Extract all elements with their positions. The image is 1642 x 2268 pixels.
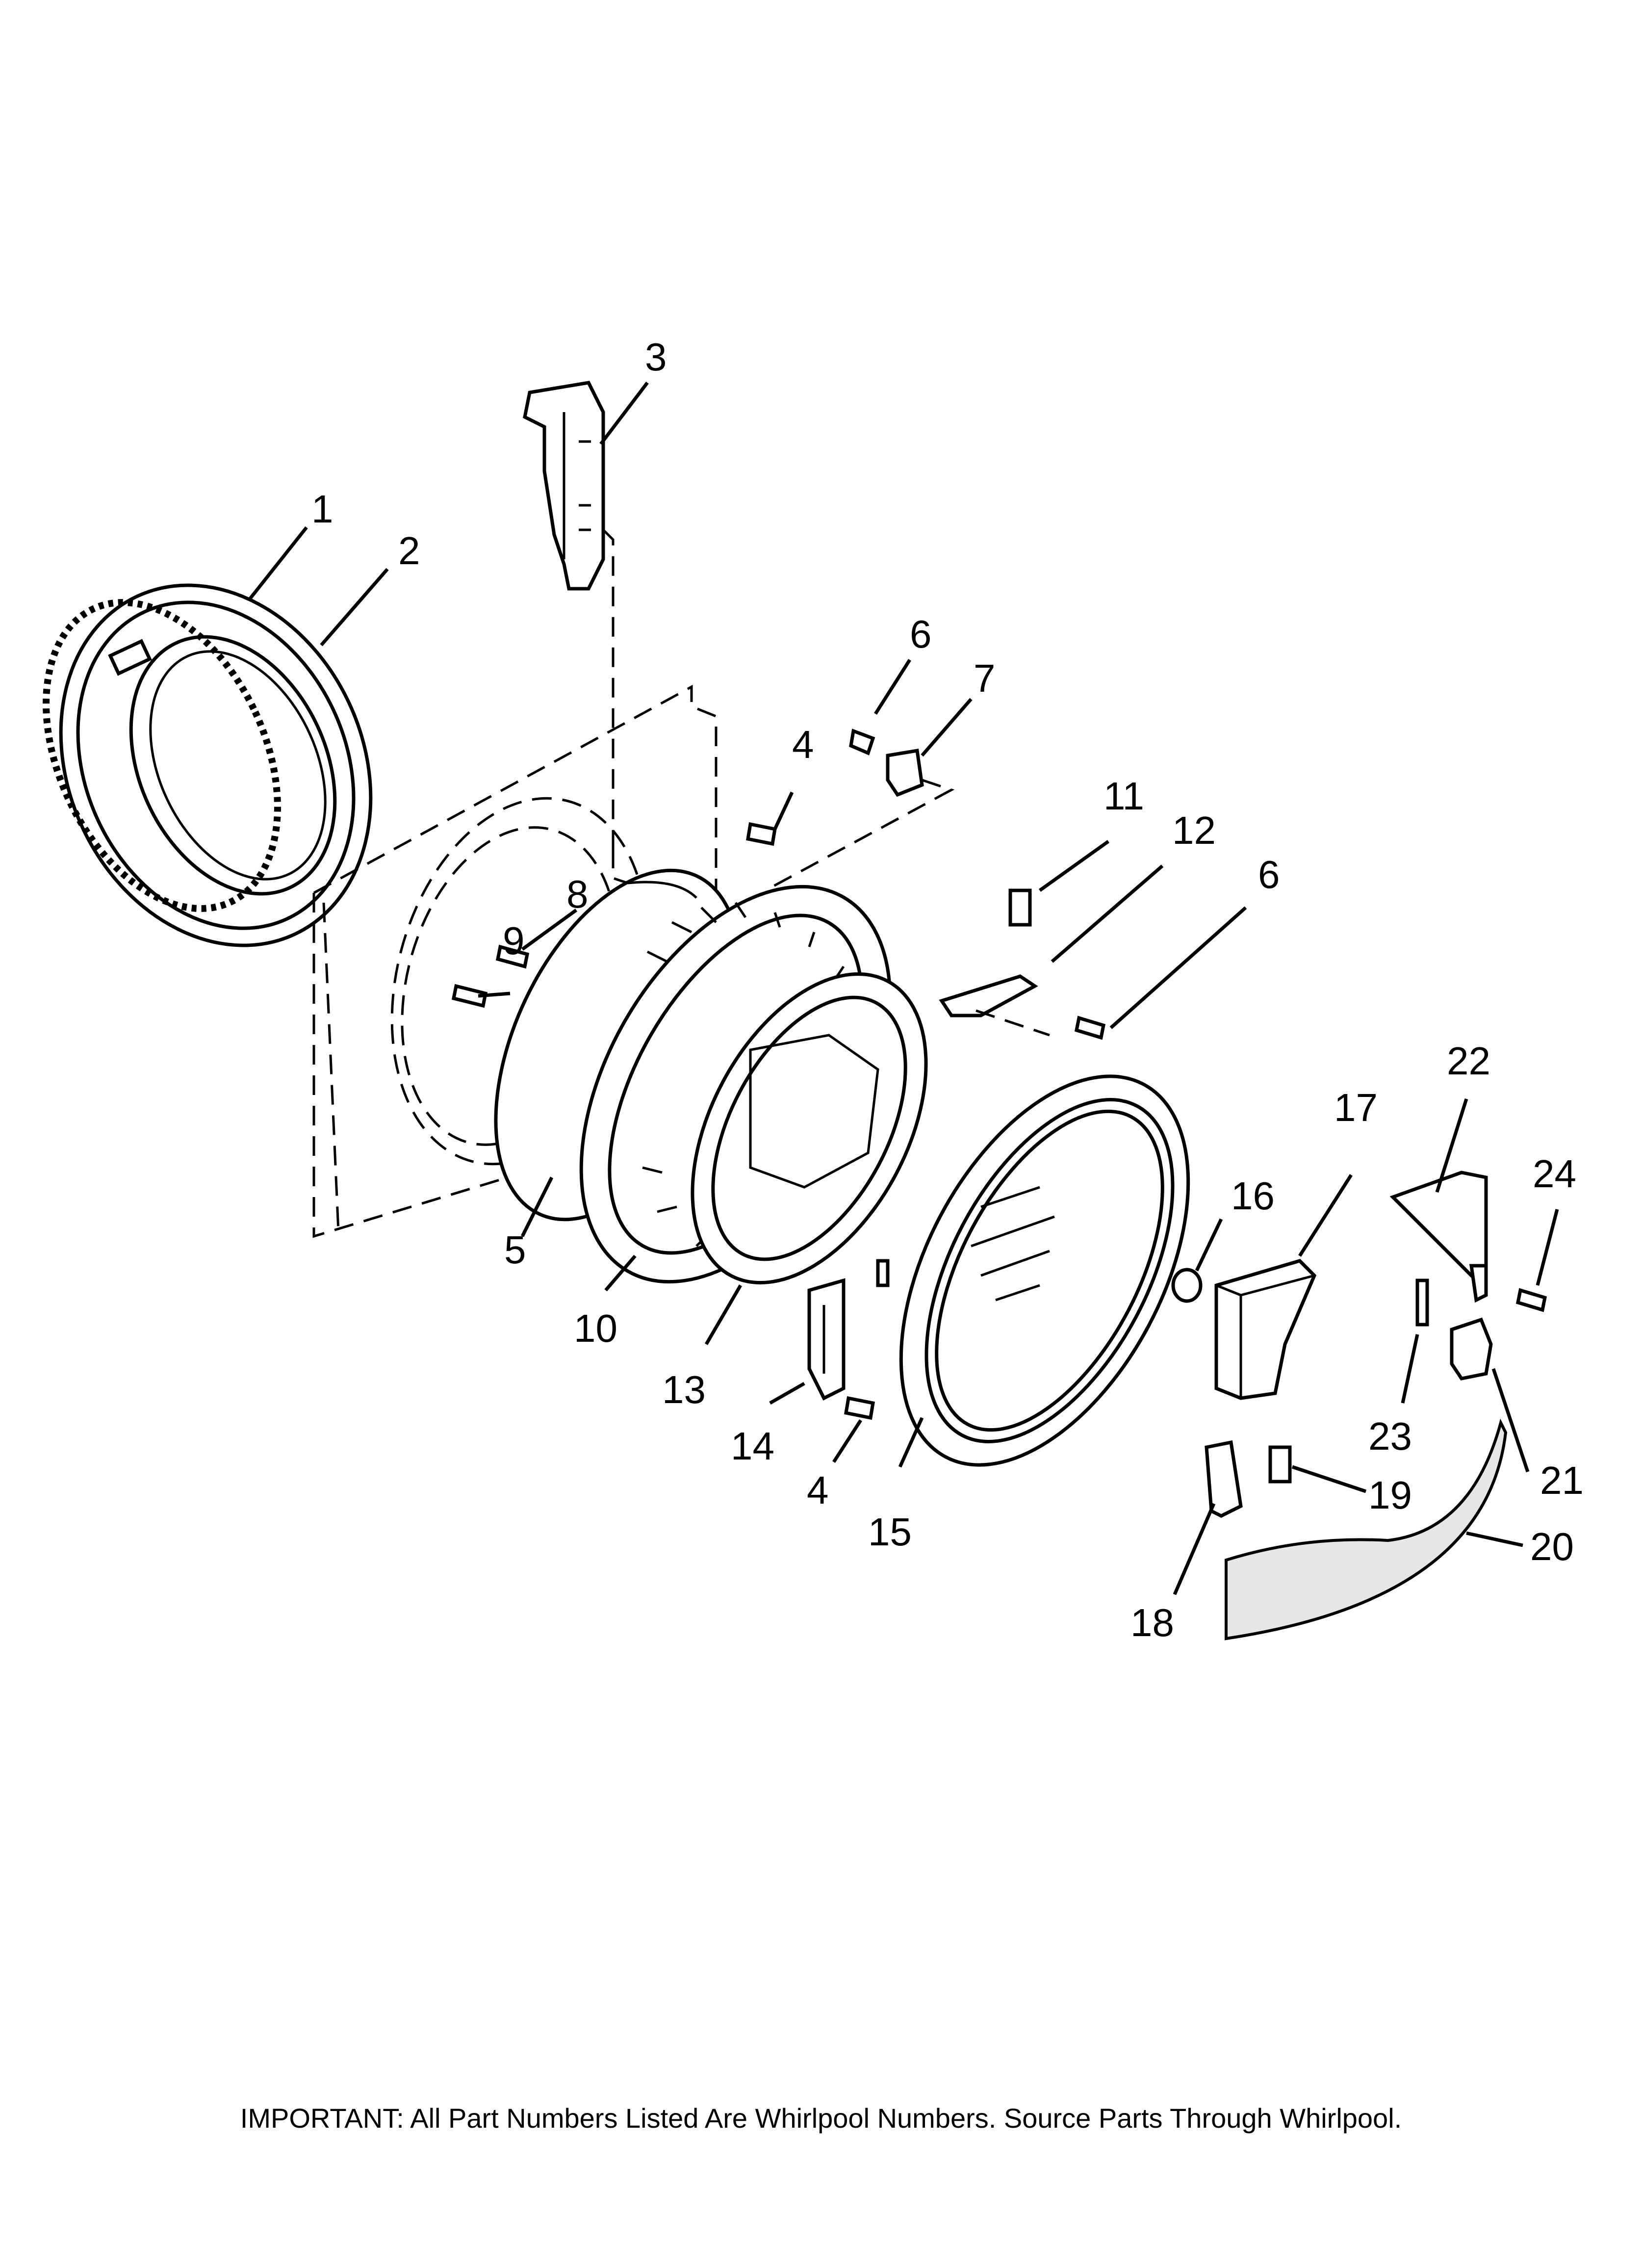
- part-22-cover: [1389, 1171, 1488, 1303]
- callout-22: 22: [1447, 1039, 1490, 1083]
- part-18-19-20-console: [1205, 1418, 1508, 1641]
- callout-2: 2: [398, 529, 420, 573]
- callout-9: 9: [503, 919, 525, 963]
- callout-3: 3: [645, 335, 667, 379]
- callout-18: 18: [1130, 1601, 1174, 1644]
- callout-21: 21: [1540, 1459, 1584, 1502]
- part-14-hinge: [807, 1278, 846, 1401]
- callout-7: 7: [974, 656, 996, 700]
- leader-lines: [249, 381, 1559, 1595]
- callout-24: 24: [1533, 1152, 1576, 1196]
- callout-6-lower: 6: [1258, 853, 1280, 896]
- callout-10: 10: [574, 1306, 617, 1350]
- callout-17: 17: [1334, 1086, 1378, 1129]
- callout-4: 4: [792, 723, 814, 766]
- callout-20: 20: [1530, 1525, 1574, 1568]
- fasteners: [451, 729, 1547, 1420]
- callout-5: 5: [504, 1228, 526, 1272]
- callout-23: 23: [1368, 1414, 1412, 1458]
- part-11-12-strike-plate: [939, 888, 1038, 1017]
- callout-15: 15: [868, 1510, 912, 1554]
- callout-labels: 1 2 3 4 5 6 7 8 9 10 11 12 13 14 15 16 1…: [311, 335, 1584, 1644]
- callout-16: 16: [1231, 1174, 1275, 1218]
- part-3-door-lock: [523, 381, 615, 859]
- callout-11: 11: [1103, 774, 1144, 818]
- part-1-2-bellow: [43, 583, 373, 947]
- callout-1: 1: [311, 487, 334, 531]
- callout-12: 12: [1172, 808, 1216, 852]
- callout-13: 13: [662, 1368, 706, 1411]
- part-16-knob: [1171, 1268, 1203, 1303]
- callout-8: 8: [566, 872, 589, 916]
- callout-19: 19: [1368, 1473, 1412, 1517]
- callout-6: 6: [910, 612, 932, 656]
- part-21-23-switch: [1415, 1278, 1493, 1381]
- part-17-block: [1214, 1259, 1317, 1400]
- part-15-outer-door: [876, 1074, 1190, 1467]
- callout-14: 14: [731, 1424, 774, 1468]
- callout-4-lower: 4: [807, 1468, 829, 1512]
- part-13-door-glass: [691, 972, 928, 1285]
- footer-note: IMPORTANT: All Part Numbers Listed Are W…: [240, 2103, 1402, 2134]
